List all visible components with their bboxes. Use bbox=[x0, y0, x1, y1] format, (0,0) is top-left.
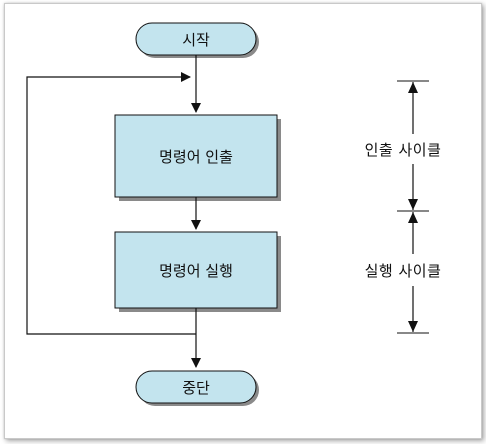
start-label: 시작 bbox=[182, 31, 210, 49]
flowchart-diagram: 시작 명령어 인출 명령어 실행 중단 bbox=[26, 22, 442, 406]
end-label: 중단 bbox=[182, 379, 210, 397]
fetch-span-top-arrow bbox=[408, 82, 418, 93]
loop-back-arrow bbox=[26, 72, 196, 335]
diagram-frame: 시작 명령어 인출 명령어 실행 중단 bbox=[4, 3, 482, 439]
execute-node: 명령어 실행 bbox=[114, 231, 281, 312]
fetch-node-shape bbox=[114, 114, 278, 198]
cycle-bracket: 인출 사이클 실행 사이클 bbox=[365, 80, 442, 334]
fetch-cycle-label: 인출 사이클 bbox=[365, 141, 442, 159]
end-node: 중단 bbox=[135, 370, 259, 406]
fetch-node: 명령어 인출 bbox=[114, 114, 281, 201]
execute-span-bottom-arrow bbox=[408, 321, 418, 332]
execute-node-shape bbox=[114, 231, 278, 309]
execute-label: 명령어 실행 bbox=[159, 262, 233, 280]
fetch-span-bottom-arrow bbox=[408, 199, 418, 210]
execute-cycle-label: 실행 사이클 bbox=[365, 262, 442, 280]
execute-span-top-arrow bbox=[408, 212, 418, 223]
end-node-shape bbox=[135, 370, 257, 404]
fetch-label: 명령어 인출 bbox=[159, 148, 233, 166]
start-node: 시작 bbox=[135, 22, 259, 58]
